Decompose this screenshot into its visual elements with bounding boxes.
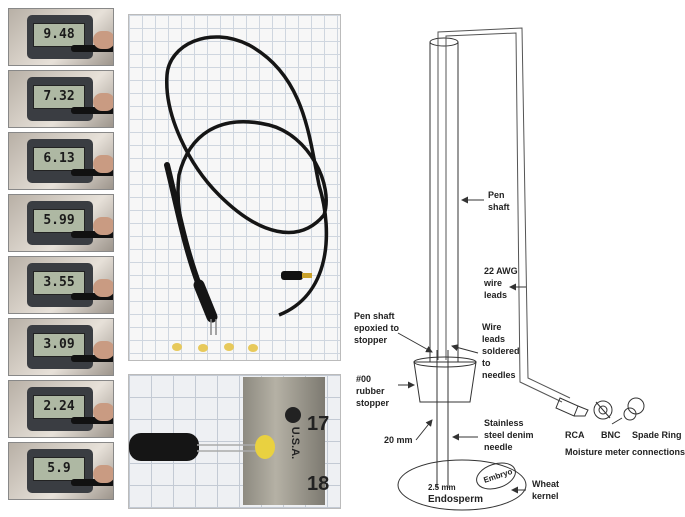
- probe-cable: [71, 169, 113, 176]
- meter-reading: 2.24: [33, 395, 85, 419]
- probe-cable: [165, 35, 329, 317]
- label-rubber-stopper: rubber: [356, 386, 385, 396]
- probe-cable-drawing: [164, 35, 329, 352]
- label-pen-shaft-epoxy: Pen shaft: [354, 311, 395, 321]
- bnc-connector: [593, 400, 613, 420]
- probe-cable: [71, 479, 113, 486]
- probe-cable: [71, 293, 113, 300]
- label-awg-wire: 22 AWG: [484, 266, 518, 276]
- wire-leads: [437, 27, 571, 403]
- meter-photo: 9.48: [8, 8, 114, 66]
- probe-cable: [71, 355, 113, 362]
- ruler-number: 17: [307, 413, 330, 435]
- wheat-kernel-outline: [397, 459, 527, 511]
- wheat-kernel: [224, 343, 234, 351]
- pen-handle: [193, 279, 218, 323]
- label-pen-shaft: shaft: [488, 202, 510, 212]
- label-wire-leads-soldered: Wire: [482, 322, 501, 332]
- meter-reading: 7.32: [33, 85, 85, 109]
- label-wheat-kernel: kernel: [532, 491, 559, 501]
- finger: [93, 155, 113, 173]
- stopper-top: [413, 356, 477, 368]
- label-awg-wire: wire: [483, 278, 502, 288]
- label-denim-needle: steel denim: [484, 430, 534, 440]
- closeup-drawing: [129, 407, 301, 461]
- rca-plug: [281, 271, 303, 280]
- label-wire-leads-soldered: leads: [482, 334, 505, 344]
- label-rca: RCA: [565, 430, 585, 440]
- label-bnc: BNC: [601, 430, 621, 440]
- meter-photo: 7.32: [8, 70, 114, 128]
- wheat-kernel: [198, 344, 208, 352]
- meter-photo: 3.55: [8, 256, 114, 314]
- label-rubber-stopper: #00: [356, 374, 371, 384]
- meter-photo: 2.24: [8, 380, 114, 438]
- embryo-outline: [476, 462, 516, 490]
- label-denim-needle: Stainless: [484, 418, 524, 428]
- wheat-kernel: [248, 344, 258, 352]
- wheat-kernel: [255, 435, 275, 459]
- label-wire-leads-soldered: soldered: [482, 346, 520, 356]
- meter-reading: 6.13: [33, 147, 85, 171]
- meter-photo: 5.9: [8, 442, 114, 500]
- meter-photo: 3.09: [8, 318, 114, 376]
- label-pen-shaft-epoxy: epoxied to: [354, 323, 400, 333]
- label-wire-leads-soldered: needles: [482, 370, 516, 380]
- finger: [93, 217, 113, 235]
- needles: [436, 350, 449, 488]
- meter-reading: 9.48: [33, 23, 85, 47]
- meter-reading: 5.9: [33, 457, 85, 481]
- leader-arrows: [397, 196, 526, 494]
- rca-tip: [302, 273, 312, 278]
- rca-connector: [555, 397, 589, 417]
- pen-shaft: [429, 37, 459, 402]
- label-pen-shaft-epoxy: stopper: [354, 335, 388, 345]
- wheat-kernel: [172, 343, 182, 351]
- probe-cable: [71, 107, 113, 114]
- label-rubber-stopper: stopper: [356, 398, 390, 408]
- label-needle-spacing: 2.5 mm: [428, 483, 456, 492]
- label-awg-wire: leads: [484, 290, 507, 300]
- label-spade-ring: Spade Ring: [632, 430, 682, 440]
- closeup-photo: 17 18 U.S.A.: [128, 374, 341, 509]
- label-depth: 20 mm: [384, 435, 413, 445]
- meter-reading: 3.55: [33, 271, 85, 295]
- probe-photo: [128, 14, 341, 361]
- rubber-stopper: [413, 361, 477, 403]
- probe-cable: [71, 231, 113, 238]
- label-moisture-meter-connections: Moisture meter connections: [565, 447, 685, 457]
- ruler-number: 18: [307, 473, 330, 495]
- label-wire-leads-soldered: to: [482, 358, 491, 368]
- label-wheat-kernel: Wheat: [532, 479, 559, 489]
- pen-shaft: [164, 162, 202, 288]
- label-pen-shaft: Pen: [488, 190, 505, 200]
- finger: [93, 93, 113, 111]
- meter-photo: 5.99: [8, 194, 114, 252]
- label-endosperm: Endosperm: [428, 494, 483, 505]
- meter-reading: 3.09: [33, 333, 85, 357]
- finger: [93, 403, 113, 421]
- label-denim-needle: needle: [484, 442, 513, 452]
- finger: [93, 279, 113, 297]
- finger: [93, 341, 113, 359]
- meter-reading: 5.99: [33, 209, 85, 233]
- spade-ring-connector: [611, 397, 645, 425]
- finger: [93, 31, 113, 49]
- finger: [93, 465, 113, 483]
- probe-handle: [129, 433, 199, 461]
- probe-cable: [71, 45, 113, 52]
- meter-photo: 6.13: [8, 132, 114, 190]
- probe-cable: [71, 417, 113, 424]
- ruler-logo: [285, 407, 301, 423]
